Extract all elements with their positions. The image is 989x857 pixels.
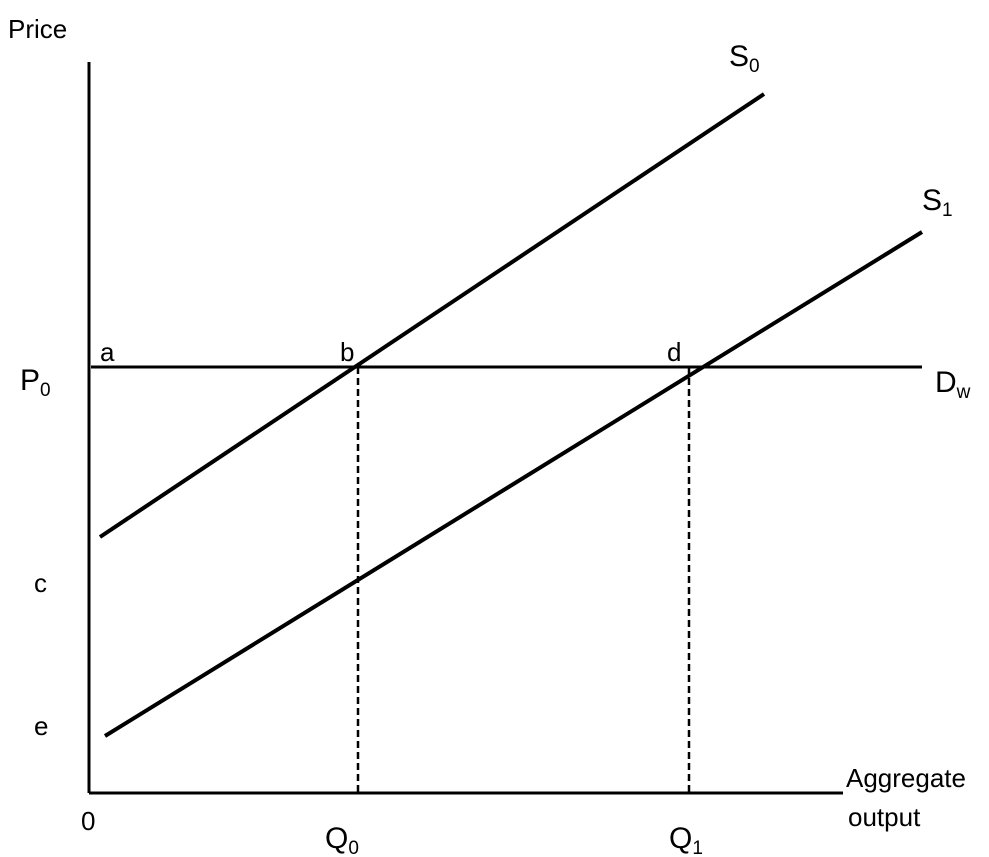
s0-label: S0: [729, 40, 760, 77]
y-axis-label: Price: [8, 14, 67, 44]
supply-curve-s0: [98, 92, 766, 539]
p0-label: P0: [20, 364, 51, 401]
point-b-label: b: [340, 337, 354, 367]
point-a-label: a: [100, 337, 115, 367]
point-d-label: d: [667, 337, 681, 367]
origin-label: 0: [81, 806, 95, 836]
price-e-label: e: [34, 711, 48, 741]
dw-label: Dw: [935, 366, 971, 403]
supply-curve-s1: [103, 230, 924, 738]
s1-label: S1: [922, 184, 953, 221]
price-c-label: c: [34, 568, 47, 598]
x-axis-label-line2: output: [848, 802, 921, 832]
x-axis-label-line1: Aggregate: [846, 763, 966, 793]
q0-label: Q0: [325, 822, 359, 857]
q1-label: Q1: [669, 822, 703, 857]
